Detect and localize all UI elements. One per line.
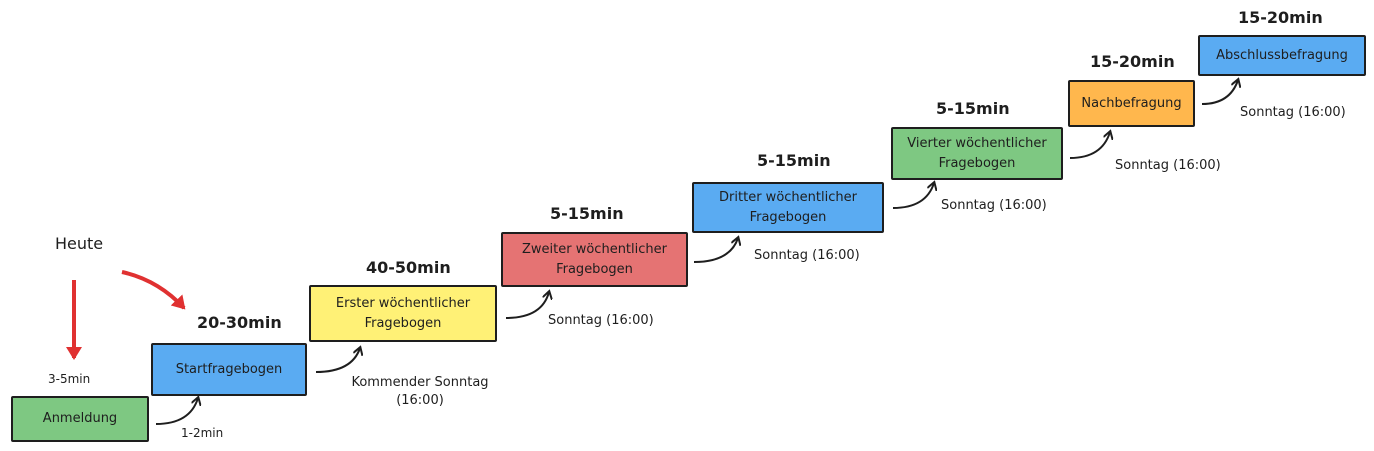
transition-label-6: Sonntag (16:00)	[1115, 158, 1221, 173]
step-duration-abschlussbefragung: 15-20min	[1238, 8, 1323, 27]
step-label: Vierter wöchentlicher Fragebogen	[907, 135, 1047, 171]
step-box-nachbefragung: Nachbefragung	[1068, 80, 1195, 127]
step-duration-vierter-fragebogen: 5-15min	[936, 99, 1010, 118]
transition-arrow-1	[155, 398, 198, 425]
step-label: Zweiter wöchentlicher Fragebogen	[522, 241, 667, 277]
step-box-anmeldung: Anmeldung	[11, 396, 149, 442]
step-box-erster-fragebogen: Erster wöchentlicher Fragebogen	[309, 285, 497, 342]
transition-arrow-4	[693, 238, 738, 263]
step-box-zweiter-fragebogen: Zweiter wöchentlicher Fragebogen	[501, 232, 688, 287]
step-box-dritter-fragebogen: Dritter wöchentlicher Fragebogen	[692, 182, 884, 233]
step-duration-startfragebogen: 20-30min	[197, 313, 282, 332]
heute-arrow-right	[121, 270, 186, 310]
step-label: Erster wöchentlicher Fragebogen	[335, 295, 471, 331]
step-duration-erster-fragebogen: 40-50min	[366, 258, 451, 277]
step-label: Dritter wöchentlicher Fragebogen	[719, 189, 857, 225]
transition-label-1: 1-2min	[181, 426, 224, 440]
step-duration-nachbefragung: 15-20min	[1090, 52, 1175, 71]
transition-label-4: Sonntag (16:00)	[754, 248, 860, 263]
step-duration-anmeldung: 3-5min	[48, 372, 91, 386]
step-label: Anmeldung	[42, 411, 118, 426]
transition-arrow-7	[1201, 80, 1238, 105]
transition-arrow-2	[315, 348, 360, 373]
step-duration-dritter-fragebogen: 5-15min	[757, 151, 831, 170]
transition-arrow-5	[892, 183, 934, 209]
transition-arrow-3	[505, 292, 549, 319]
transition-label-2: Kommender Sonntag (16:00)	[351, 375, 489, 408]
transition-label-5: Sonntag (16:00)	[941, 198, 1047, 213]
transition-label-7: Sonntag (16:00)	[1240, 105, 1346, 120]
step-label: Nachbefragung	[1081, 95, 1182, 111]
transition-label-3: Sonntag (16:00)	[548, 313, 654, 328]
transition-arrow-6	[1069, 132, 1110, 159]
step-box-startfragebogen: Startfragebogen	[151, 343, 307, 396]
step-label: Startfragebogen	[175, 361, 283, 377]
step-duration-zweiter-fragebogen: 5-15min	[550, 204, 624, 223]
step-label: Abschlussbefragung	[1216, 47, 1348, 63]
step-box-vierter-fragebogen: Vierter wöchentlicher Fragebogen	[891, 127, 1063, 180]
step-box-abschlussbefragung: Abschlussbefragung	[1198, 35, 1366, 76]
heute-label: Heute	[55, 234, 104, 253]
